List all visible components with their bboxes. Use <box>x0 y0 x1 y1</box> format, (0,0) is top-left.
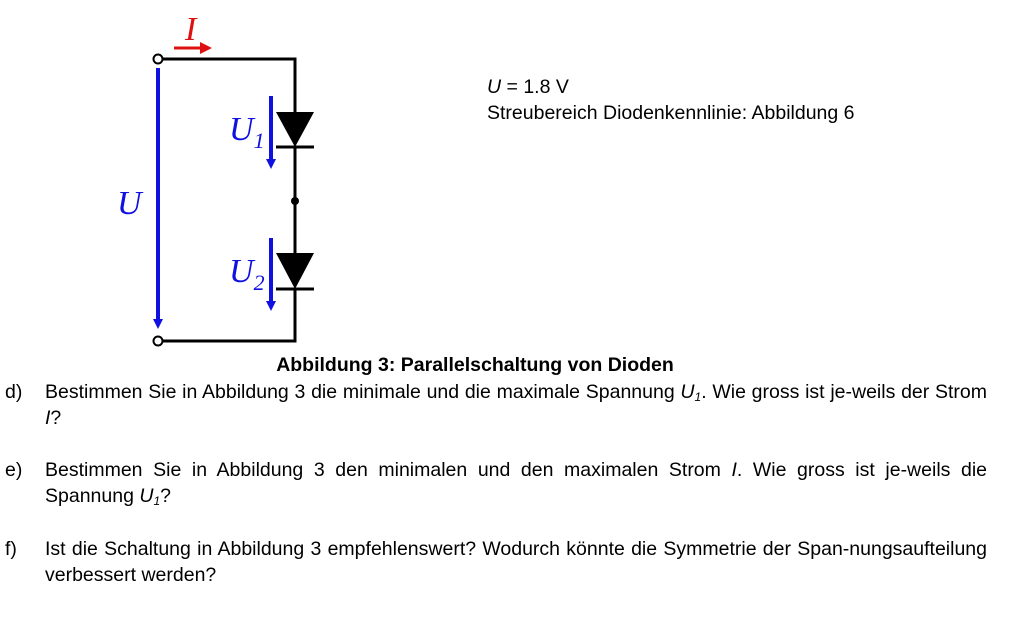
given-values: U = 1.8 V Streubereich Diodenkennlinie: … <box>487 74 855 126</box>
terminal-bottom <box>152 335 164 347</box>
wire-top <box>163 57 297 112</box>
task-f: f) Ist die Schaltung in Abbildung 3 empf… <box>5 536 987 588</box>
circuit-diagram: I U U1 U2 <box>117 11 314 347</box>
current-label: I <box>184 11 198 48</box>
task-label: d) <box>5 381 23 403</box>
voltage-symbol: U <box>487 76 502 98</box>
junction-node <box>291 197 299 205</box>
voltage-value: = 1.8 V <box>501 76 569 98</box>
total-voltage-label: U <box>117 185 144 222</box>
diode1-voltage-label: U1 <box>229 111 265 153</box>
task-label: f) <box>5 538 17 560</box>
diode-2 <box>276 253 314 291</box>
characteristic-note: Streubereich Diodenkennlinie: Abbildung … <box>487 102 855 124</box>
task-label: e) <box>5 459 23 481</box>
task-d: d) Bestimmen Sie in Abbildung 3 die mini… <box>5 379 987 431</box>
task-text: Ist die Schaltung in Abbildung 3 empfehl… <box>45 538 987 586</box>
figure-caption: Abbildung 3: Parallelschaltung von Diode… <box>276 354 674 376</box>
diode-1 <box>276 112 314 149</box>
task-text: Bestimmen Sie in Abbildung 3 den minimal… <box>45 459 987 508</box>
task-e: e) Bestimmen Sie in Abbildung 3 den mini… <box>5 457 987 509</box>
diode2-voltage-label: U2 <box>229 253 265 295</box>
wire-bottom <box>163 289 297 343</box>
terminal-top <box>152 53 164 65</box>
voltage-line: U = 1.8 V <box>487 74 855 100</box>
task-text: Bestimmen Sie in Abbildung 3 die minimal… <box>45 381 987 429</box>
